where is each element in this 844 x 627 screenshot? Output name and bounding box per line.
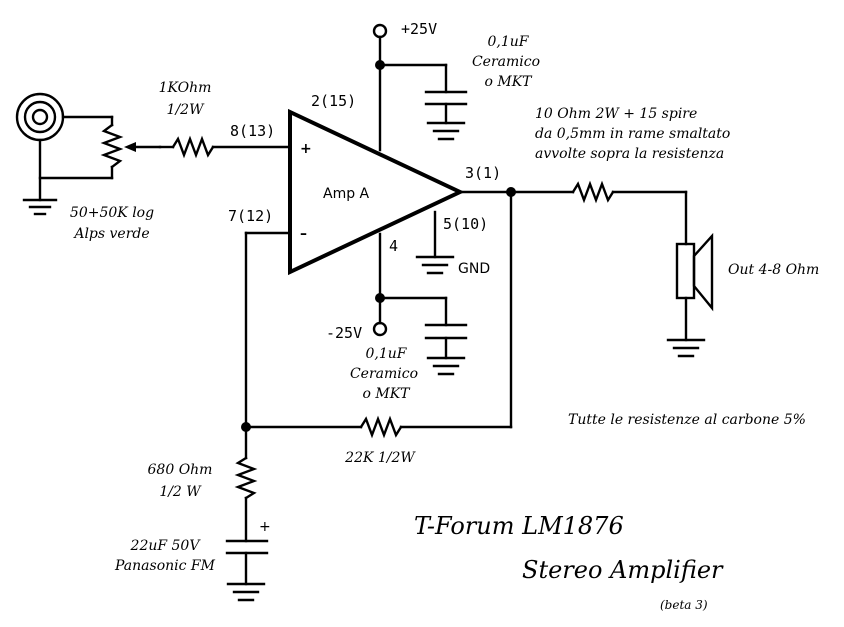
vneg-label: -25V [326,324,362,342]
cap-bot-value: 0,1uF [366,346,408,362]
pin-out-label: 3(1) [465,164,501,182]
pin5-ground [415,210,455,275]
speaker-icon [666,232,714,358]
coil-line2: da 0,5mm in rame smaltato [535,126,730,142]
ground-symbol-feedback [226,582,266,602]
cap-top-type2: o MKT [484,74,533,90]
pot-line1: 50+50K log [70,205,154,221]
speaker-label: Out 4-8 Ohm [728,262,819,278]
amp-label: Amp A [323,186,370,202]
ground-resistor-value: 680 Ohm [148,462,213,478]
op-amp-triangle [288,108,465,276]
ground-resistor-power: 1/2 W [159,484,202,500]
pot-line2: Alps verde [72,226,149,242]
pin-vpos-label: 2(15) [311,92,356,110]
pin-plus-label: 8(13) [230,122,275,140]
input-resistor-value: 1KOhm [159,80,212,96]
cap-top-type1: Ceramico [472,54,540,70]
electrolytic-value: 22uF 50V [130,538,202,554]
resistor-note: Tutte le resistenze al carbone 5% [568,412,806,428]
cap-top-value: 0,1uF [488,34,530,50]
input-resistor-power: 1/2W [167,102,206,118]
rca-input-jack [15,92,114,202]
cap-bot-type1: Ceramico [350,366,418,382]
electrolytic-brand: Panasonic FM [114,558,216,574]
electrolytic-plus-sign: + [259,519,271,535]
input-resistor [158,135,292,159]
minus-input-sign: – [300,226,307,242]
positive-supply [372,23,468,152]
feedback-network [241,190,513,439]
pin-minus-label: 7(12) [228,207,273,225]
cap-bot-type2: o MKT [362,386,411,402]
title-line1: T-Forum LM1876 [414,512,624,540]
pin-gnd-label: 5(10) [443,215,488,233]
output-network [458,180,688,246]
negative-supply [372,232,468,376]
title-line2: Stereo Amplifier [522,556,724,584]
coil-line3: avvolte sopra la resistenza [535,146,724,162]
potentiometer [38,115,162,180]
ground-symbol-input [22,198,58,216]
version-label: (beta 3) [660,598,708,612]
gnd-label: GND [458,261,490,277]
vpos-label: +25V [401,20,437,38]
pin-vneg-label: 4 [389,237,398,255]
feedback-resistor-label: 22K 1/2W [344,450,416,466]
electrolytic-capacitor [225,539,269,586]
coil-line1: 10 Ohm 2W + 15 spire [535,106,697,122]
plus-input-sign: + [300,141,312,157]
ground-resistor [234,425,258,543]
